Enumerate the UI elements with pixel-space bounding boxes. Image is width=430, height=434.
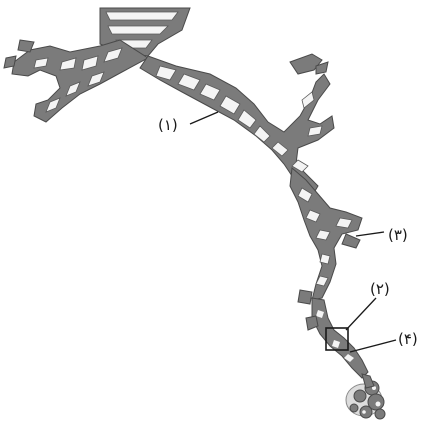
leader-line-4 bbox=[350, 340, 396, 352]
leader-line-1 bbox=[190, 112, 218, 124]
label-1: (۱) bbox=[158, 116, 178, 134]
label-4: (۴) bbox=[398, 330, 418, 348]
terminal-bronchiole bbox=[306, 298, 368, 378]
label-2: (۲) bbox=[370, 280, 390, 298]
leader-line-3 bbox=[356, 232, 384, 236]
leader-line-2 bbox=[346, 298, 376, 330]
segmental-bronchus bbox=[290, 168, 362, 304]
left-bronchus bbox=[4, 40, 148, 122]
label-3: (۳) bbox=[388, 226, 408, 244]
alveolar-sac bbox=[346, 374, 385, 419]
